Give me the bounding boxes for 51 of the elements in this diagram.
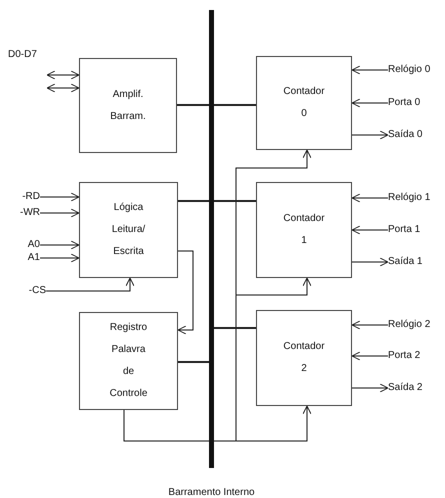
signal-label: Porta 2 — [388, 349, 444, 363]
arrow — [40, 254, 80, 262]
bus-name-label: D0-D7 — [8, 48, 37, 62]
arrow — [46, 84, 80, 92]
signal-label: Relógio 0 — [388, 63, 444, 77]
block-box — [79, 312, 178, 410]
signal-label: Porta 1 — [388, 223, 444, 237]
arrow — [40, 192, 80, 202]
signal-label: Saída 0 — [388, 128, 444, 142]
block-box — [256, 182, 352, 278]
arrow — [352, 384, 388, 392]
arrow — [352, 258, 388, 266]
signal-label: -RD — [8, 190, 40, 204]
signal-label: Saída 2 — [388, 381, 444, 395]
signal-label: Relógio 1 — [388, 191, 444, 205]
block-title: Contador 0 — [282, 85, 326, 121]
arrow — [178, 250, 194, 334]
block-box — [256, 310, 352, 406]
bus-caption: Barramento Interno — [167, 486, 256, 498]
block-title: Registro Palavra de Controle — [108, 321, 148, 401]
block-box — [256, 56, 352, 150]
arrow — [352, 66, 388, 74]
arrow — [352, 98, 388, 108]
arrow — [352, 320, 388, 330]
arrow — [352, 352, 388, 360]
signal-label: -CS — [8, 284, 46, 298]
arrow — [352, 226, 388, 234]
block-box — [79, 58, 177, 153]
arrow — [40, 208, 80, 218]
arrow — [352, 130, 388, 140]
signal-label: -WR — [8, 206, 40, 220]
signal-label: Relógio 2 — [388, 318, 444, 332]
bus-connector — [177, 104, 209, 106]
arrow — [46, 70, 80, 80]
arrow — [46, 278, 134, 292]
block-title: Contador 2 — [282, 340, 326, 376]
arrow — [352, 194, 388, 202]
block-title: Amplif. Barram. — [109, 88, 147, 124]
bus-connector — [178, 200, 209, 202]
arrow — [40, 240, 80, 250]
block-title: Lógica Leitura/ Escrita — [110, 201, 146, 259]
signal-label: Porta 0 — [388, 96, 444, 110]
signal-label: Saída 1 — [388, 255, 444, 269]
block-box — [79, 182, 178, 278]
bus-connector — [214, 104, 256, 106]
signal-label: A0 — [8, 238, 40, 252]
block-title: Contador 1 — [282, 212, 326, 248]
bus-connector — [178, 361, 209, 363]
bus-connector — [214, 327, 256, 329]
bus-connector — [214, 200, 256, 202]
signal-label: A1 — [8, 251, 40, 265]
